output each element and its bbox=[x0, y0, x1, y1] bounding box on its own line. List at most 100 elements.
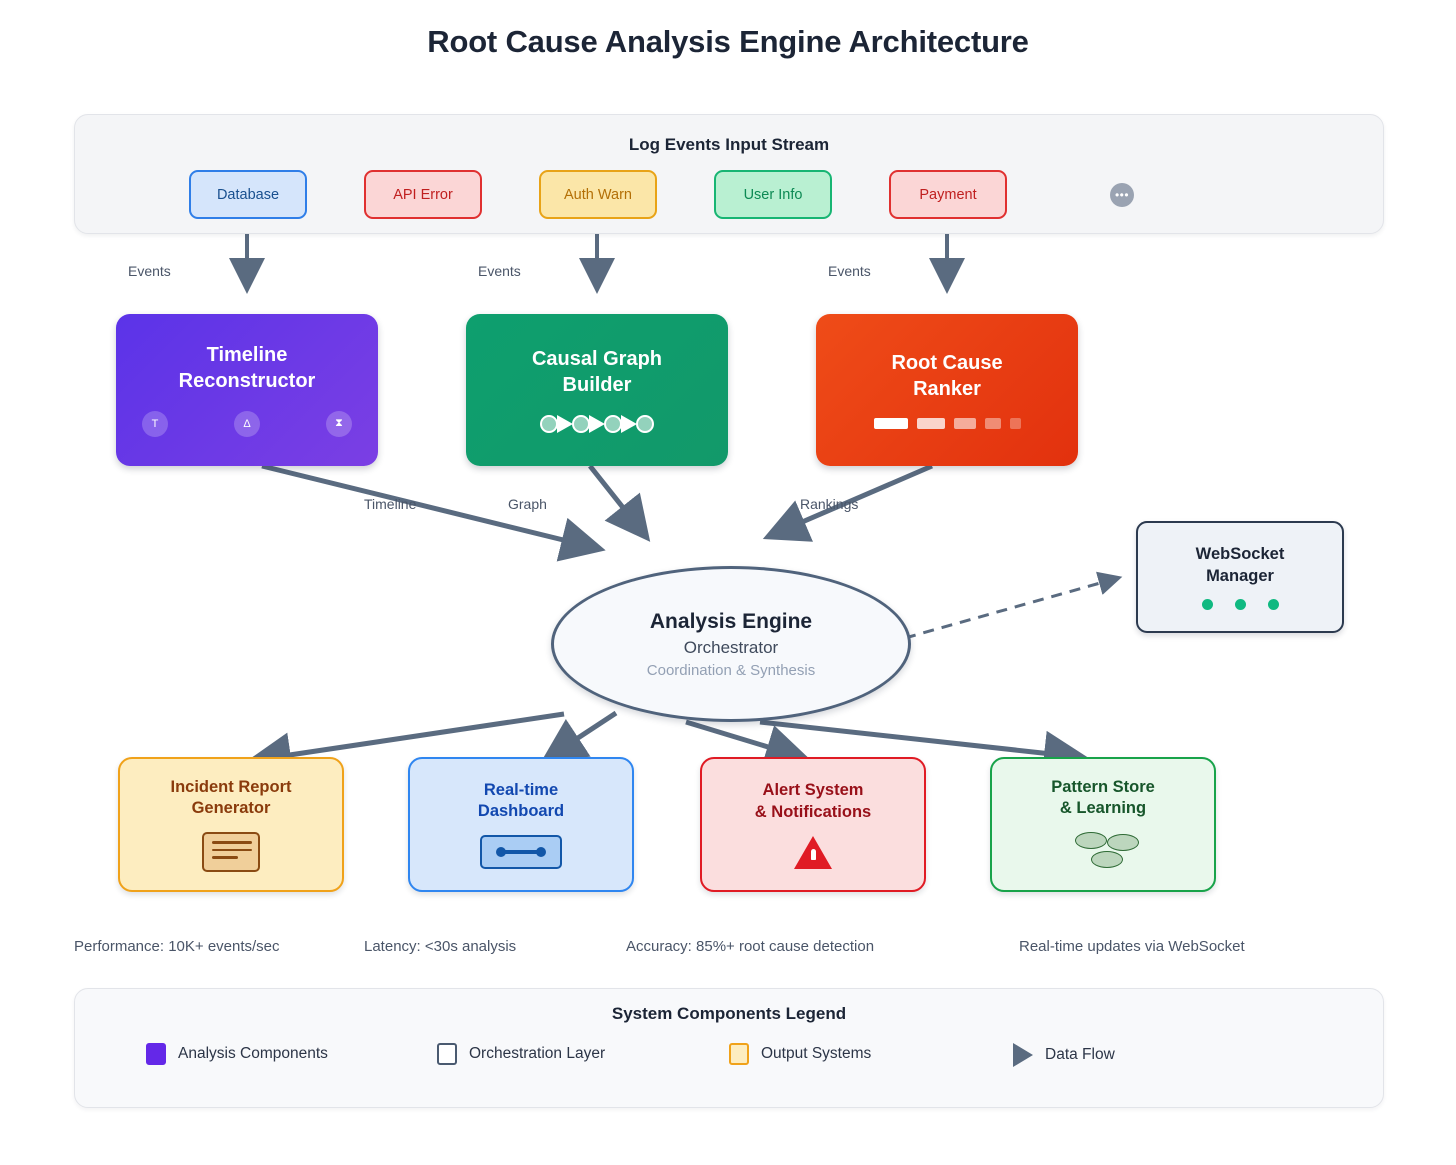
warning-triangle-icon bbox=[794, 835, 832, 869]
legend-heading: System Components Legend bbox=[611, 1004, 847, 1023]
database-stack-icon bbox=[1067, 832, 1139, 872]
node-label-line2: & Learning bbox=[1059, 799, 1147, 817]
event-chip[interactable]: Auth Warn bbox=[539, 170, 657, 219]
graph-edge-arrow-icon bbox=[557, 414, 573, 433]
log-events-input-stream: Log Events Input Stream Database API Erro… bbox=[74, 114, 1384, 234]
edge-label: Events bbox=[828, 263, 871, 279]
legend-item: Output Systems bbox=[729, 1043, 871, 1065]
metric-badge-icon: T bbox=[142, 410, 168, 437]
stream-heading: Log Events Input Stream bbox=[628, 135, 830, 154]
analysis-engine-orchestrator[interactable]: Analysis Engine Orchestrator Coordinatio… bbox=[551, 566, 911, 722]
websocket-manager[interactable]: WebSocket Manager bbox=[1136, 521, 1344, 633]
graph-node-icon bbox=[540, 414, 558, 433]
graph-edge-arrow-icon bbox=[589, 414, 605, 433]
node-label-line1: Root Cause bbox=[891, 351, 1003, 374]
more-events-icon[interactable]: ••• bbox=[1110, 183, 1134, 207]
orchestrator-caption: Coordination & Synthesis bbox=[646, 661, 816, 679]
websocket-title-line1: WebSocket bbox=[1195, 545, 1285, 564]
node-label-line1: Incident Report bbox=[170, 777, 292, 796]
pattern-ellipses-icon bbox=[1067, 832, 1139, 872]
legend-label: Data Flow bbox=[1045, 1046, 1115, 1063]
legend-item: Data Flow bbox=[1013, 1043, 1115, 1067]
node-label-line1: Alert System bbox=[762, 781, 864, 800]
report-icon bbox=[202, 832, 260, 873]
node-label: Pattern Store & Learning bbox=[1051, 777, 1155, 819]
ranking-bar bbox=[916, 418, 945, 430]
timeline-metric-badges: T Δ ⧗ bbox=[109, 410, 385, 437]
websocket-title: WebSocket Manager bbox=[1196, 544, 1285, 587]
event-chip[interactable]: Payment bbox=[889, 170, 1007, 219]
event-chip[interactable]: API Error bbox=[364, 170, 482, 219]
report-text-line bbox=[212, 848, 252, 852]
metric-badge-icon: Δ bbox=[234, 410, 260, 437]
graph-node-icon bbox=[604, 414, 622, 433]
legend-item: Orchestration Layer bbox=[437, 1043, 605, 1065]
edge-label: Graph bbox=[508, 496, 547, 512]
node-label-line2: Builder bbox=[562, 374, 632, 396]
websocket-title-line2: Manager bbox=[1206, 566, 1274, 585]
report-text-line bbox=[212, 841, 252, 844]
status-dot-icon bbox=[1234, 598, 1246, 610]
connection-status-dots bbox=[1201, 598, 1279, 610]
node-label-line1: Pattern Store bbox=[1051, 777, 1155, 796]
orchestrator-title: Analysis Engine bbox=[649, 609, 813, 633]
pattern-ellipse bbox=[1091, 851, 1123, 869]
ranking-bars-icon bbox=[873, 418, 1021, 430]
node-label-line1: Timeline bbox=[206, 344, 288, 367]
alert-triangle-icon bbox=[794, 835, 832, 869]
page-title: Root Cause Analysis Engine Architecture bbox=[427, 24, 1029, 59]
dashboard-chart-icon bbox=[480, 835, 562, 870]
edge-label: Timeline bbox=[364, 496, 417, 512]
legend-swatch-icon bbox=[437, 1043, 457, 1065]
ranking-bar bbox=[1009, 418, 1021, 430]
pattern-ellipse bbox=[1075, 832, 1107, 850]
stat-text: Latency: <30s analysis bbox=[364, 938, 517, 955]
graph-node-icon bbox=[636, 414, 654, 433]
event-chip[interactable]: User Info bbox=[714, 170, 832, 219]
status-dot-icon bbox=[1201, 598, 1213, 610]
legend-label: Analysis Components bbox=[178, 1045, 328, 1062]
graph-node-icon bbox=[572, 414, 590, 433]
edge-label: Rankings bbox=[800, 496, 859, 512]
pattern-store[interactable]: Pattern Store & Learning bbox=[990, 757, 1216, 892]
node-label-line1: Real-time bbox=[483, 780, 559, 799]
ranking-bar bbox=[953, 418, 976, 430]
legend-label: Orchestration Layer bbox=[469, 1045, 606, 1062]
orchestrator-subtitle: Orchestrator bbox=[683, 637, 779, 657]
graph-edge-arrow-icon bbox=[621, 414, 637, 433]
stat-text: Performance: 10K+ events/sec bbox=[74, 938, 280, 955]
report-document-icon bbox=[202, 832, 260, 873]
node-label-line1: Causal Graph bbox=[531, 348, 663, 371]
node-label: Alert System & Notifications bbox=[755, 780, 871, 822]
dashboard-icon bbox=[480, 835, 562, 870]
stat-text: Real-time updates via WebSocket bbox=[1019, 938, 1245, 955]
ranking-bar bbox=[873, 418, 908, 430]
legend-swatch-icon bbox=[146, 1043, 166, 1065]
causal-chain-icon bbox=[540, 414, 654, 433]
event-chip[interactable]: Database bbox=[189, 170, 307, 219]
node-label-line2: & Notifications bbox=[754, 802, 872, 821]
legend-swatch-icon bbox=[729, 1043, 749, 1065]
edge-label: Events bbox=[478, 263, 521, 279]
data-flow-arrow-icon bbox=[1013, 1043, 1033, 1067]
metric-badge-icon: ⧗ bbox=[326, 410, 352, 437]
ranking-bar bbox=[984, 418, 1001, 430]
node-label-line2: Generator bbox=[191, 799, 271, 817]
alert-system[interactable]: Alert System & Notifications bbox=[700, 757, 926, 892]
report-text-line bbox=[212, 856, 238, 859]
edge-label: Events bbox=[128, 263, 171, 279]
dashboard-metric-line bbox=[496, 847, 546, 858]
legend-item: Analysis Components bbox=[146, 1043, 328, 1065]
node-label-line2: Dashboard bbox=[477, 802, 565, 820]
